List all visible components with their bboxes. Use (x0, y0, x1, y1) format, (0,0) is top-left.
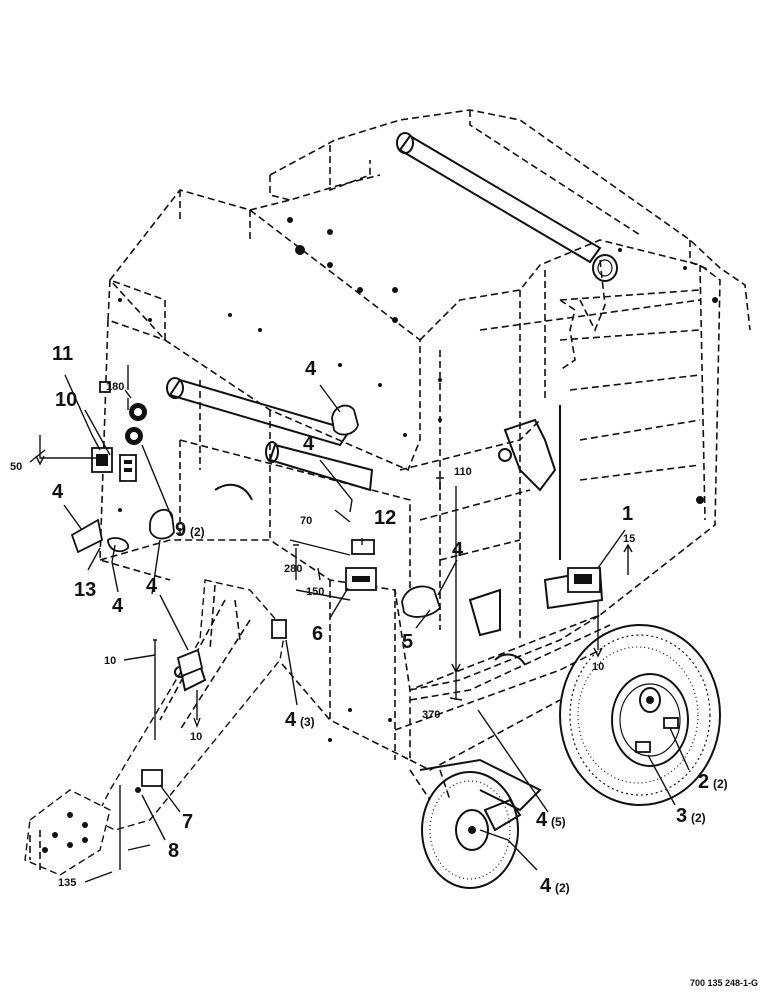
callout-4-wheel-qty: (2) (555, 881, 570, 895)
decal-side-rotor (149, 508, 175, 540)
callout-7: 7 (182, 811, 193, 833)
callout-11: 11 (52, 343, 73, 365)
decal-13 (107, 537, 129, 553)
callout-5: 5 (402, 631, 413, 653)
decal-group (70, 381, 601, 793)
leader-lines (63, 374, 690, 871)
dimension-135: 135 (58, 877, 76, 889)
dimension-labels: 180 50 70 280 150 110 15 10 10 10 370 13… (10, 381, 635, 889)
right-wheel (559, 624, 721, 806)
callout-4-mid: 4 (303, 433, 315, 455)
side-wall-mechanism (468, 405, 604, 666)
callout-4-right: 4 (452, 539, 464, 561)
decal-left-stand (70, 518, 104, 554)
callout-4-frame: 4 (536, 809, 548, 831)
hitch-tongue (24, 579, 286, 876)
callout-13: 13 (74, 579, 96, 601)
callout-labels: 4 4 4 4 4 4 4 (3) 4 (5) 4 (2) 5 6 7 8 9 … (52, 343, 728, 897)
callout-4-frame-qty: (5) (551, 815, 566, 829)
top-roller (396, 132, 618, 282)
drawing-reference-number: 700 135 248-1-G (690, 978, 758, 988)
callout-8: 8 (168, 840, 179, 862)
decal-top-rotor (331, 404, 359, 436)
dimension-lines (29, 365, 633, 883)
callout-1: 1 (622, 503, 633, 525)
baler-outline (99, 109, 751, 771)
dimension-10-hitch-left: 10 (104, 655, 116, 667)
decal-right-wall (401, 585, 442, 618)
dimension-50: 50 (10, 461, 22, 473)
dimension-150: 150 (306, 586, 324, 598)
callout-4-left-bottom: 4 (112, 595, 124, 617)
callout-4-left: 4 (52, 481, 64, 503)
callout-3-qty: (2) (691, 811, 706, 825)
dimension-70: 70 (300, 515, 312, 527)
dimension-180: 180 (106, 381, 124, 393)
gauge-wheel (409, 758, 542, 889)
dimension-370: 370 (422, 709, 440, 721)
decal-12 (351, 539, 375, 555)
dimension-280: 280 (284, 563, 302, 575)
callout-3: 3 (676, 805, 687, 827)
dimension-15: 15 (623, 533, 635, 545)
decal-9 (125, 403, 147, 445)
decal-8 (135, 787, 141, 793)
callout-2-qty: (2) (713, 777, 728, 791)
dimension-10-hitch-below: 10 (190, 731, 202, 743)
callout-12: 12 (374, 507, 396, 529)
callout-6: 6 (312, 623, 323, 645)
decal-hitch (176, 648, 204, 678)
callout-10: 10 (55, 389, 77, 411)
callout-4-panel-qty: (3) (300, 715, 315, 729)
callout-4-wheel: 4 (540, 875, 552, 897)
decal-7 (141, 769, 163, 787)
decal-panel (271, 619, 287, 639)
callout-4-top: 4 (305, 358, 317, 380)
dimension-10-right: 10 (592, 661, 604, 673)
callout-4-hitch: 4 (146, 575, 158, 597)
dimension-110: 110 (454, 466, 472, 478)
callout-4-panel: 4 (285, 709, 297, 731)
callout-9-qty: (2) (190, 525, 205, 539)
callout-9: 9 (175, 519, 186, 541)
callout-2: 2 (698, 771, 709, 793)
